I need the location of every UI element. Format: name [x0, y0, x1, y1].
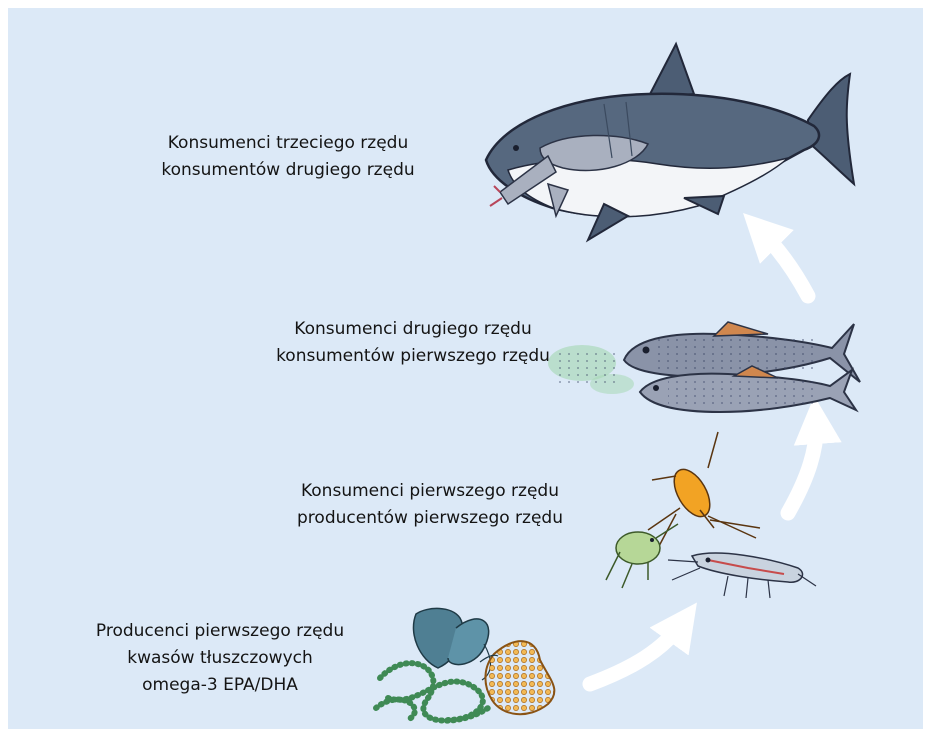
krill-icon: [668, 553, 816, 598]
shark-eating-fish-icon: [486, 44, 854, 240]
arrow-producers-to-primary: [590, 622, 683, 684]
fish-eating-plankton-icon: [548, 322, 860, 412]
illustration: [8, 8, 923, 729]
algae-chain-icon: [376, 663, 488, 720]
copepod-icon: [648, 432, 760, 548]
arrow-primary-to-secondary: [788, 420, 816, 513]
phytoplankton-icon: [376, 608, 554, 720]
food-chain-diagram: Konsumenci trzeciego rzędu konsumentów d…: [8, 8, 923, 729]
arrow-secondary-to-tertiary: [760, 230, 808, 296]
diatom-icon: [480, 641, 554, 714]
amphipod-icon: [606, 524, 678, 588]
